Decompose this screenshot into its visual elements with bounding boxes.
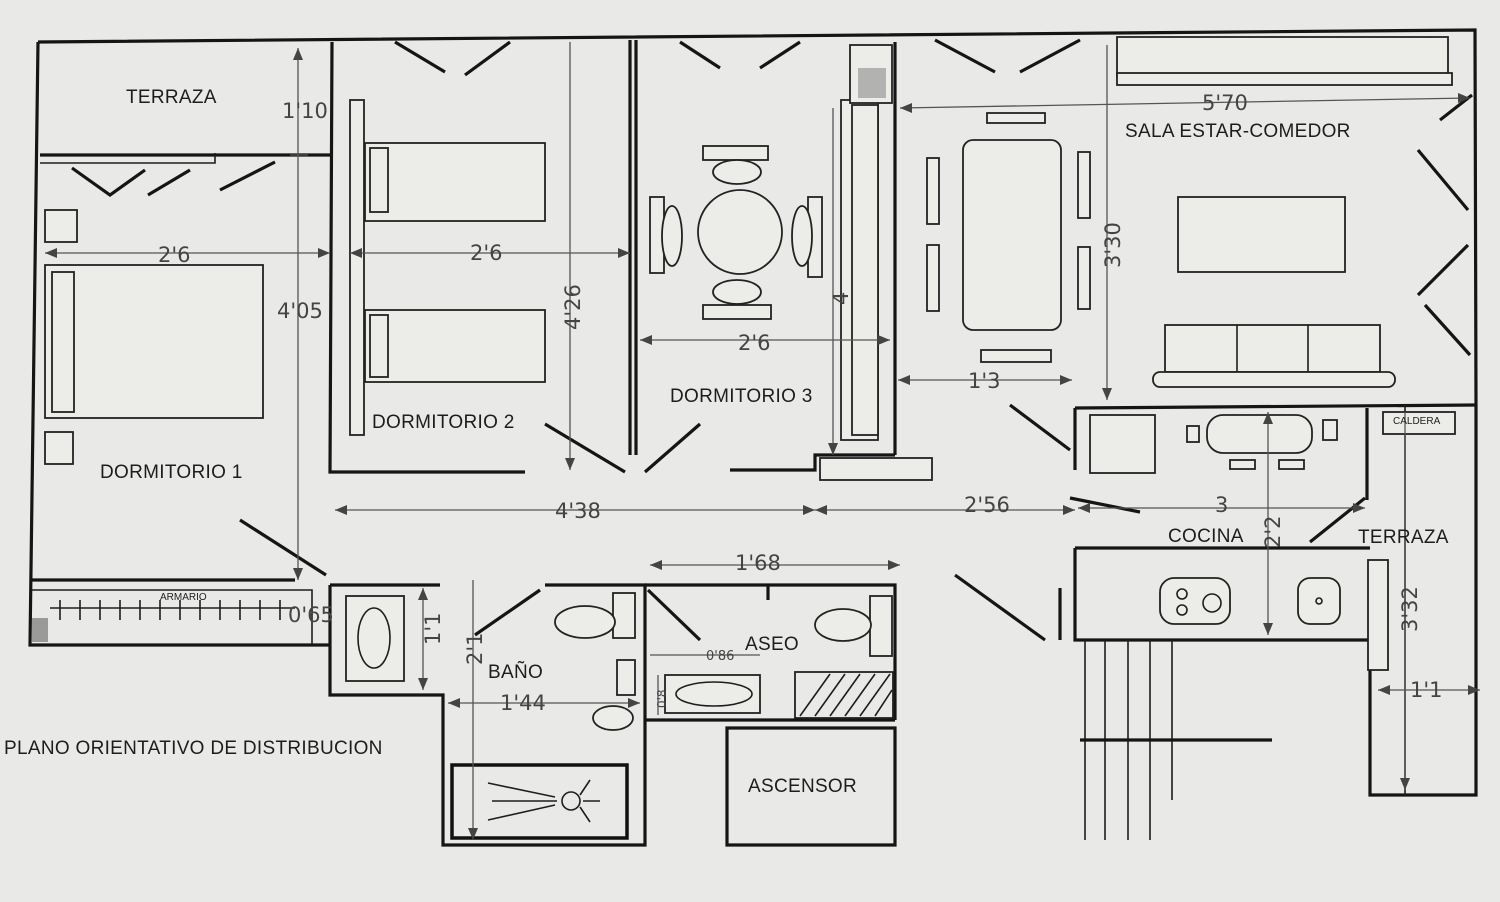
wardrobe: [349, 99, 365, 436]
dining-table: [962, 139, 1062, 331]
label-terraza-2: TERRAZA: [1358, 527, 1449, 548]
single-bed: [364, 142, 546, 222]
dim-hall-1: 4'38: [555, 499, 601, 523]
toilet: [814, 608, 872, 642]
sideboard: [1116, 36, 1449, 78]
label-sala: SALA ESTAR-COMEDOR: [1125, 121, 1351, 142]
dim-hall-2: 2'56: [964, 493, 1010, 517]
double-bed: [44, 264, 264, 419]
dim-d2-length: 4'26: [561, 284, 585, 330]
fridge: [1089, 414, 1156, 474]
label-caldera: CALDERA: [1393, 416, 1441, 427]
dim-d2-width: 2'6: [470, 241, 503, 265]
dim-sala-width: 5'70: [1202, 91, 1248, 115]
aseo-sink: [664, 674, 761, 714]
dim-d3-width: 2'6: [738, 331, 771, 355]
label-dormitorio-3: DORMITORIO 3: [670, 386, 813, 407]
dim-bano-length: 2'1: [463, 633, 487, 666]
dim-aseo-a: 0'86: [706, 649, 734, 664]
dim-sala-depth: 3'30: [1101, 222, 1125, 268]
stove: [1159, 577, 1231, 625]
kitchen-table: [1206, 414, 1313, 454]
dim-bano-a: 1'1: [421, 613, 445, 646]
nightstand: [44, 431, 74, 465]
single-bed: [364, 309, 546, 383]
label-dormitorio-1: DORMITORIO 1: [100, 462, 243, 483]
dim-cocina-depth: 2'2: [1261, 516, 1285, 549]
dimension-labels: 1'10 2'6 4'05 2'6 4'26 2'6 4 5'70 3'30 1…: [158, 91, 1443, 715]
dim-d3-length: 4: [829, 292, 853, 305]
outer-walls: [28, 28, 1478, 797]
interior-walls: [30, 40, 1406, 847]
label-cocina: COCINA: [1168, 526, 1244, 547]
label-dormitorio-2: DORMITORIO 2: [372, 412, 515, 433]
coffee-table: [1177, 196, 1346, 273]
label-ascensor: ASCENSOR: [748, 776, 857, 797]
toilet: [554, 605, 616, 639]
dim-d1-width: 2'6: [158, 243, 191, 267]
plan-title: PLANO ORIENTATIVO DE DISTRIBUCION: [4, 738, 383, 759]
kitchen-sink: [1297, 577, 1341, 625]
dimension-lines: [45, 42, 1480, 840]
boiler: [1382, 411, 1456, 435]
furniture: [32, 36, 1456, 840]
dim-sala-short: 1'3: [968, 369, 1001, 393]
bath-sink: [345, 595, 405, 682]
dim-armario: 0'65: [288, 603, 334, 627]
room-labels: TERRAZA DORMITORIO 1 DORMITORIO 2 DORMIT…: [4, 87, 1449, 797]
label-aseo: ASEO: [745, 634, 799, 655]
dim-terraza2-width: 1'1: [1410, 678, 1443, 702]
label-bano: BAÑO: [488, 661, 543, 683]
dim-terraza2-length: 3'32: [1398, 586, 1422, 632]
label-armario: ARMARIO: [160, 592, 207, 603]
label-terraza-1: TERRAZA: [126, 87, 217, 108]
dim-bano-width: 1'44: [500, 691, 546, 715]
dim-aseo-width: 1'68: [735, 551, 781, 575]
dim-aseo-b: 0'8: [655, 689, 669, 708]
nightstand: [44, 209, 78, 243]
doors-windows: [71, 38, 1473, 642]
sofa: [1164, 324, 1381, 373]
bidet: [592, 705, 634, 731]
shower-tray: [450, 763, 629, 840]
dim-cocina-width: 3: [1215, 493, 1228, 517]
dim-d1-length: 4'05: [277, 299, 323, 323]
dim-terraza: 1'10: [282, 99, 328, 123]
round-table: [697, 189, 783, 275]
